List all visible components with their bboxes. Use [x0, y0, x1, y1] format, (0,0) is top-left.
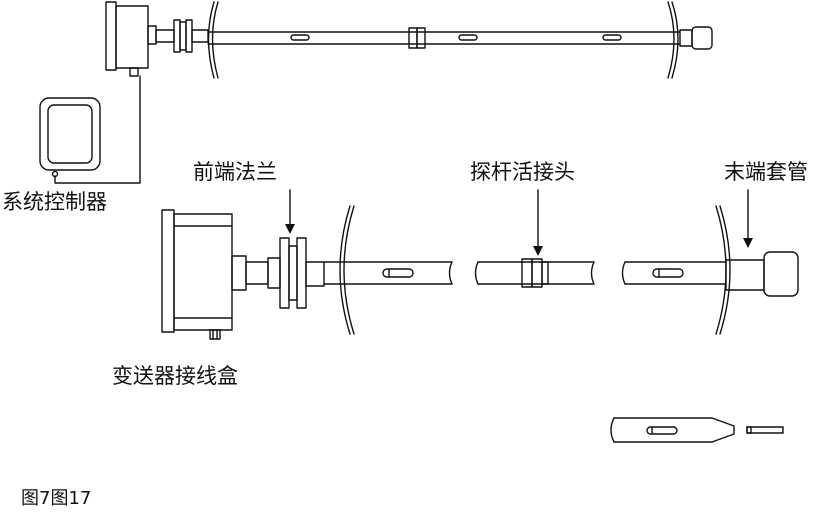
overview-end-cap — [679, 26, 713, 50]
overview-housing — [105, 1, 149, 77]
end-sleeve — [725, 251, 799, 297]
label-front-flange: 前端法兰 — [193, 160, 277, 184]
probe-joint — [474, 258, 595, 288]
overview-assembly — [105, 1, 713, 79]
label-transmitter-junction-box: 变送器接线盒 — [112, 364, 238, 388]
label-system-controller: 系统控制器 — [2, 190, 107, 214]
probe-rod-end — [621, 261, 727, 285]
label-end-sleeve: 末端套管 — [724, 160, 808, 184]
front-flange — [231, 237, 325, 309]
overview-flange — [147, 19, 209, 53]
probe-tip-detail — [610, 417, 784, 443]
overview-probe-rod — [207, 31, 681, 45]
label-probe-joint: 探杆活接头 — [470, 160, 575, 184]
overview-joint — [408, 27, 426, 49]
figure-caption: 图7图17 — [21, 488, 92, 509]
system-controller — [39, 75, 141, 184]
leader-arrows — [289, 189, 749, 249]
transmitter-junction-box — [161, 209, 233, 340]
probe-rod-front — [323, 261, 453, 285]
